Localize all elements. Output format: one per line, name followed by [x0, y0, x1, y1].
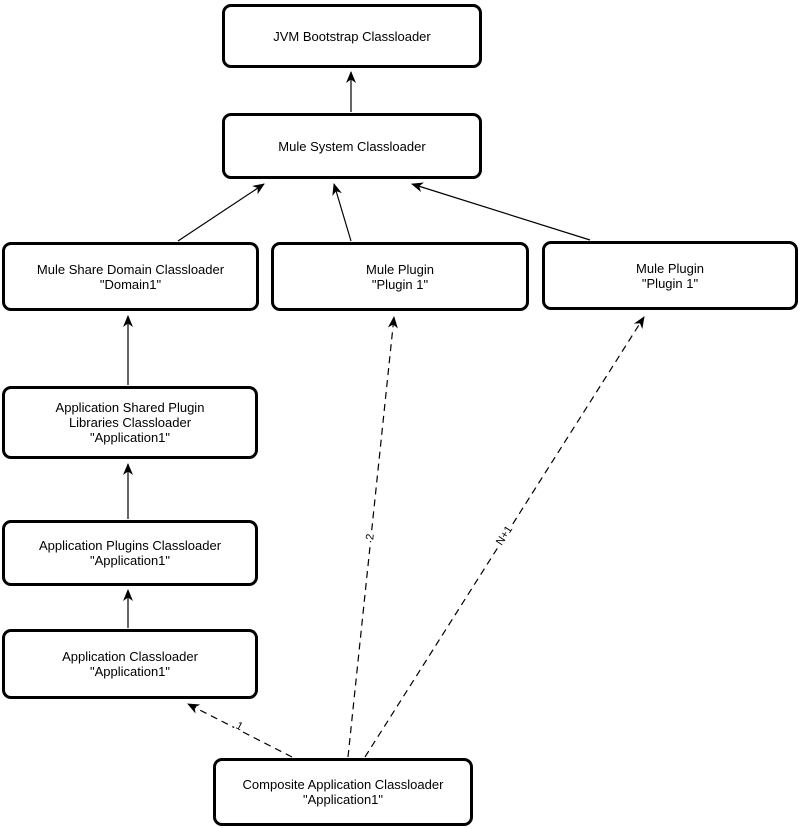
node-label: JVM Bootstrap Classloader	[273, 28, 431, 44]
edge-domain-to-system	[177, 183, 265, 242]
node-sublabel: "Plugin 1"	[641, 275, 699, 291]
edge-plugin-mid-to-system	[332, 183, 352, 242]
node-application-plugins-classloader: Application Plugins Classloader "Applica…	[2, 520, 258, 586]
node-mule-plugin-right: Mule Plugin "Plugin 1"	[542, 241, 798, 310]
node-application-classloader: Application Classloader "Application1"	[2, 629, 258, 699]
node-jvm-bootstrap-classloader: JVM Bootstrap Classloader	[222, 4, 482, 68]
node-sublabel: "Plugin 1"	[371, 276, 429, 292]
node-label: Mule System Classloader	[278, 138, 426, 154]
node-mule-share-domain-classloader: Mule Share Domain Classloader "Domain1"	[2, 242, 259, 311]
node-label: Mule Plugin	[636, 260, 704, 276]
node-sublabel: "Application1"	[89, 430, 171, 445]
node-label: Application Classloader	[62, 649, 198, 664]
node-sublabel: "Domain1"	[99, 276, 162, 292]
node-sublabel: "Application1"	[89, 553, 171, 568]
edge-composite-to-app	[187, 703, 293, 758]
node-label: Mule Share Domain Classloader	[36, 261, 225, 277]
node-sublabel: "Application1"	[89, 664, 171, 679]
node-label: Composite Application Classloader	[242, 777, 444, 792]
edge-label-2: 2	[364, 532, 377, 542]
node-label: Mule Plugin	[366, 261, 434, 277]
edge-plugin-right-to-system	[411, 182, 591, 241]
node-mule-plugin-middle: Mule Plugin "Plugin 1"	[271, 242, 529, 311]
node-label: Libraries Classloader	[68, 415, 192, 430]
node-label: Application Plugins Classloader	[38, 538, 222, 553]
node-application-shared-plugin-libraries-classloader: Application Shared Plugin Libraries Clas…	[2, 386, 258, 459]
node-composite-application-classloader: Composite Application Classloader "Appli…	[213, 758, 473, 826]
node-sublabel: "Application1"	[302, 792, 384, 807]
edge-composite-to-plugin-right	[364, 316, 645, 758]
node-mule-system-classloader: Mule System Classloader	[222, 113, 482, 179]
node-label: Application Shared Plugin	[55, 400, 205, 415]
